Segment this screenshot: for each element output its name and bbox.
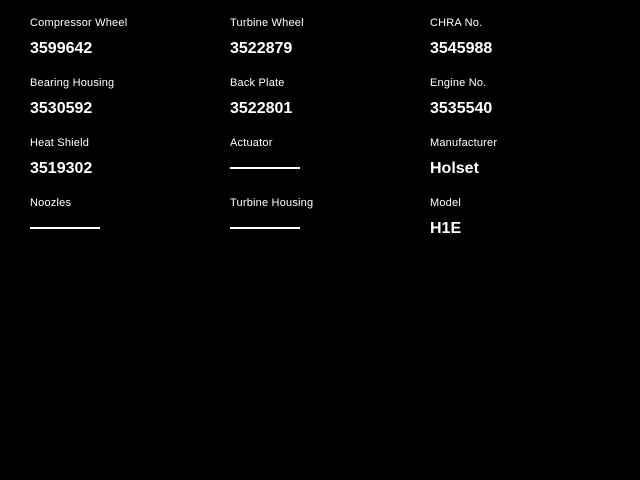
field-turbine-housing: Turbine Housing <box>230 197 430 257</box>
field-chra-no: CHRA No. 3545988 <box>430 17 630 77</box>
field-turbine-wheel: Turbine Wheel 3522879 <box>230 17 430 77</box>
field-compressor-wheel: Compressor Wheel 3599642 <box>30 17 230 77</box>
field-label: Engine No. <box>430 77 487 89</box>
field-label: Compressor Wheel <box>30 17 128 29</box>
field-value: H1E <box>430 220 462 237</box>
field-value: 3599642 <box>30 40 93 57</box>
parts-info-panel: Compressor Wheel 3599642 Turbine Wheel 3… <box>30 17 630 257</box>
field-engine-no: Engine No. 3535540 <box>430 77 630 137</box>
field-model: Model H1E <box>430 197 630 257</box>
field-value: 3535540 <box>430 100 493 117</box>
field-value: 3522879 <box>230 40 293 57</box>
field-label: CHRA No. <box>430 17 483 29</box>
field-back-plate: Back Plate 3522801 <box>230 77 430 137</box>
field-label: Bearing Housing <box>30 77 115 89</box>
field-label: Actuator <box>230 137 273 149</box>
field-value: Holset <box>430 160 479 177</box>
field-value: 3545988 <box>430 40 493 57</box>
field-value: 3522801 <box>230 100 293 117</box>
field-label: Model <box>430 197 461 209</box>
field-label: Back Plate <box>230 77 285 89</box>
field-bearing-housing: Bearing Housing 3530592 <box>30 77 230 137</box>
field-manufacturer: Manufacturer Holset <box>430 137 630 197</box>
field-label: Turbine Wheel <box>230 17 304 29</box>
field-value: 3519302 <box>30 160 93 177</box>
field-noozles: Noozles <box>30 197 230 257</box>
empty-value-dash <box>230 167 300 169</box>
field-actuator: Actuator <box>230 137 430 197</box>
field-label: Noozles <box>30 197 72 209</box>
field-label: Manufacturer <box>430 137 498 149</box>
empty-value-dash <box>30 227 100 229</box>
empty-value-dash <box>230 227 300 229</box>
field-value: 3530592 <box>30 100 93 117</box>
field-label: Heat Shield <box>30 137 90 149</box>
field-heat-shield: Heat Shield 3519302 <box>30 137 230 197</box>
field-label: Turbine Housing <box>230 197 314 209</box>
